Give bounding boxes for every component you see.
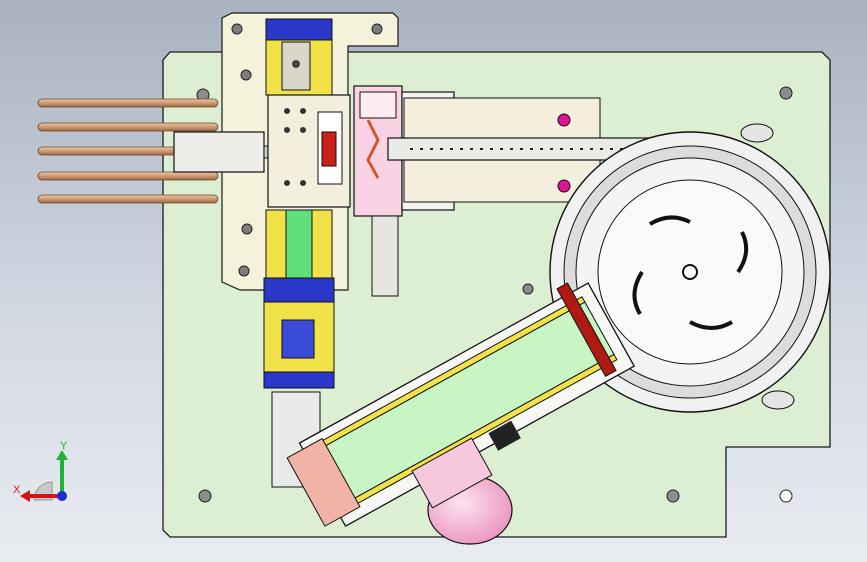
- copper-pipe: [37, 98, 219, 108]
- y-axis-arrow: [56, 450, 68, 460]
- copper-pipes: [37, 98, 219, 204]
- linear-conveyor: [286, 282, 636, 528]
- probe-arm: [371, 215, 399, 297]
- bowl-hub: [682, 264, 698, 280]
- x-axis-arrow: [20, 490, 30, 502]
- copper-pipe: [37, 194, 219, 204]
- magenta-marker: [557, 113, 571, 127]
- pink-clamp-top: [359, 91, 397, 119]
- bowl-mount-tab: [761, 390, 795, 410]
- center-block-bolts: [284, 108, 306, 186]
- guide-screw: [292, 60, 300, 68]
- bent-wire: [366, 119, 380, 179]
- pneumatic-cylinder: [173, 131, 265, 173]
- mount-plate-holes: [231, 23, 383, 277]
- motor-flange: [411, 437, 493, 509]
- coordinate-triad: Y X: [13, 440, 68, 502]
- magenta-marker: [557, 179, 571, 193]
- bowl-vanes: [632, 215, 749, 330]
- z-axis-dot: [57, 491, 67, 501]
- copper-pipe: [37, 171, 219, 181]
- mount-hole: [198, 489, 212, 503]
- green-rod: [285, 209, 313, 279]
- bowl-mount-tab: [740, 123, 774, 143]
- red-end-clamp: [556, 282, 617, 378]
- blue-coupling: [281, 319, 315, 359]
- black-bracket: [488, 420, 521, 451]
- red-insert: [321, 131, 337, 167]
- mount-hole: [779, 86, 793, 100]
- x-axis-label: X: [13, 484, 21, 496]
- bottom-blue-block: [263, 371, 335, 389]
- mount-hole: [666, 489, 680, 503]
- mount-hole: [779, 489, 793, 503]
- drive-box: [286, 437, 361, 527]
- base-plate-holes: [196, 86, 793, 503]
- y-axis-label: Y: [60, 440, 68, 452]
- top-blue-block: [265, 18, 333, 41]
- mount-hole: [522, 283, 534, 295]
- blue-collar: [263, 277, 335, 303]
- copper-pipe: [37, 122, 219, 132]
